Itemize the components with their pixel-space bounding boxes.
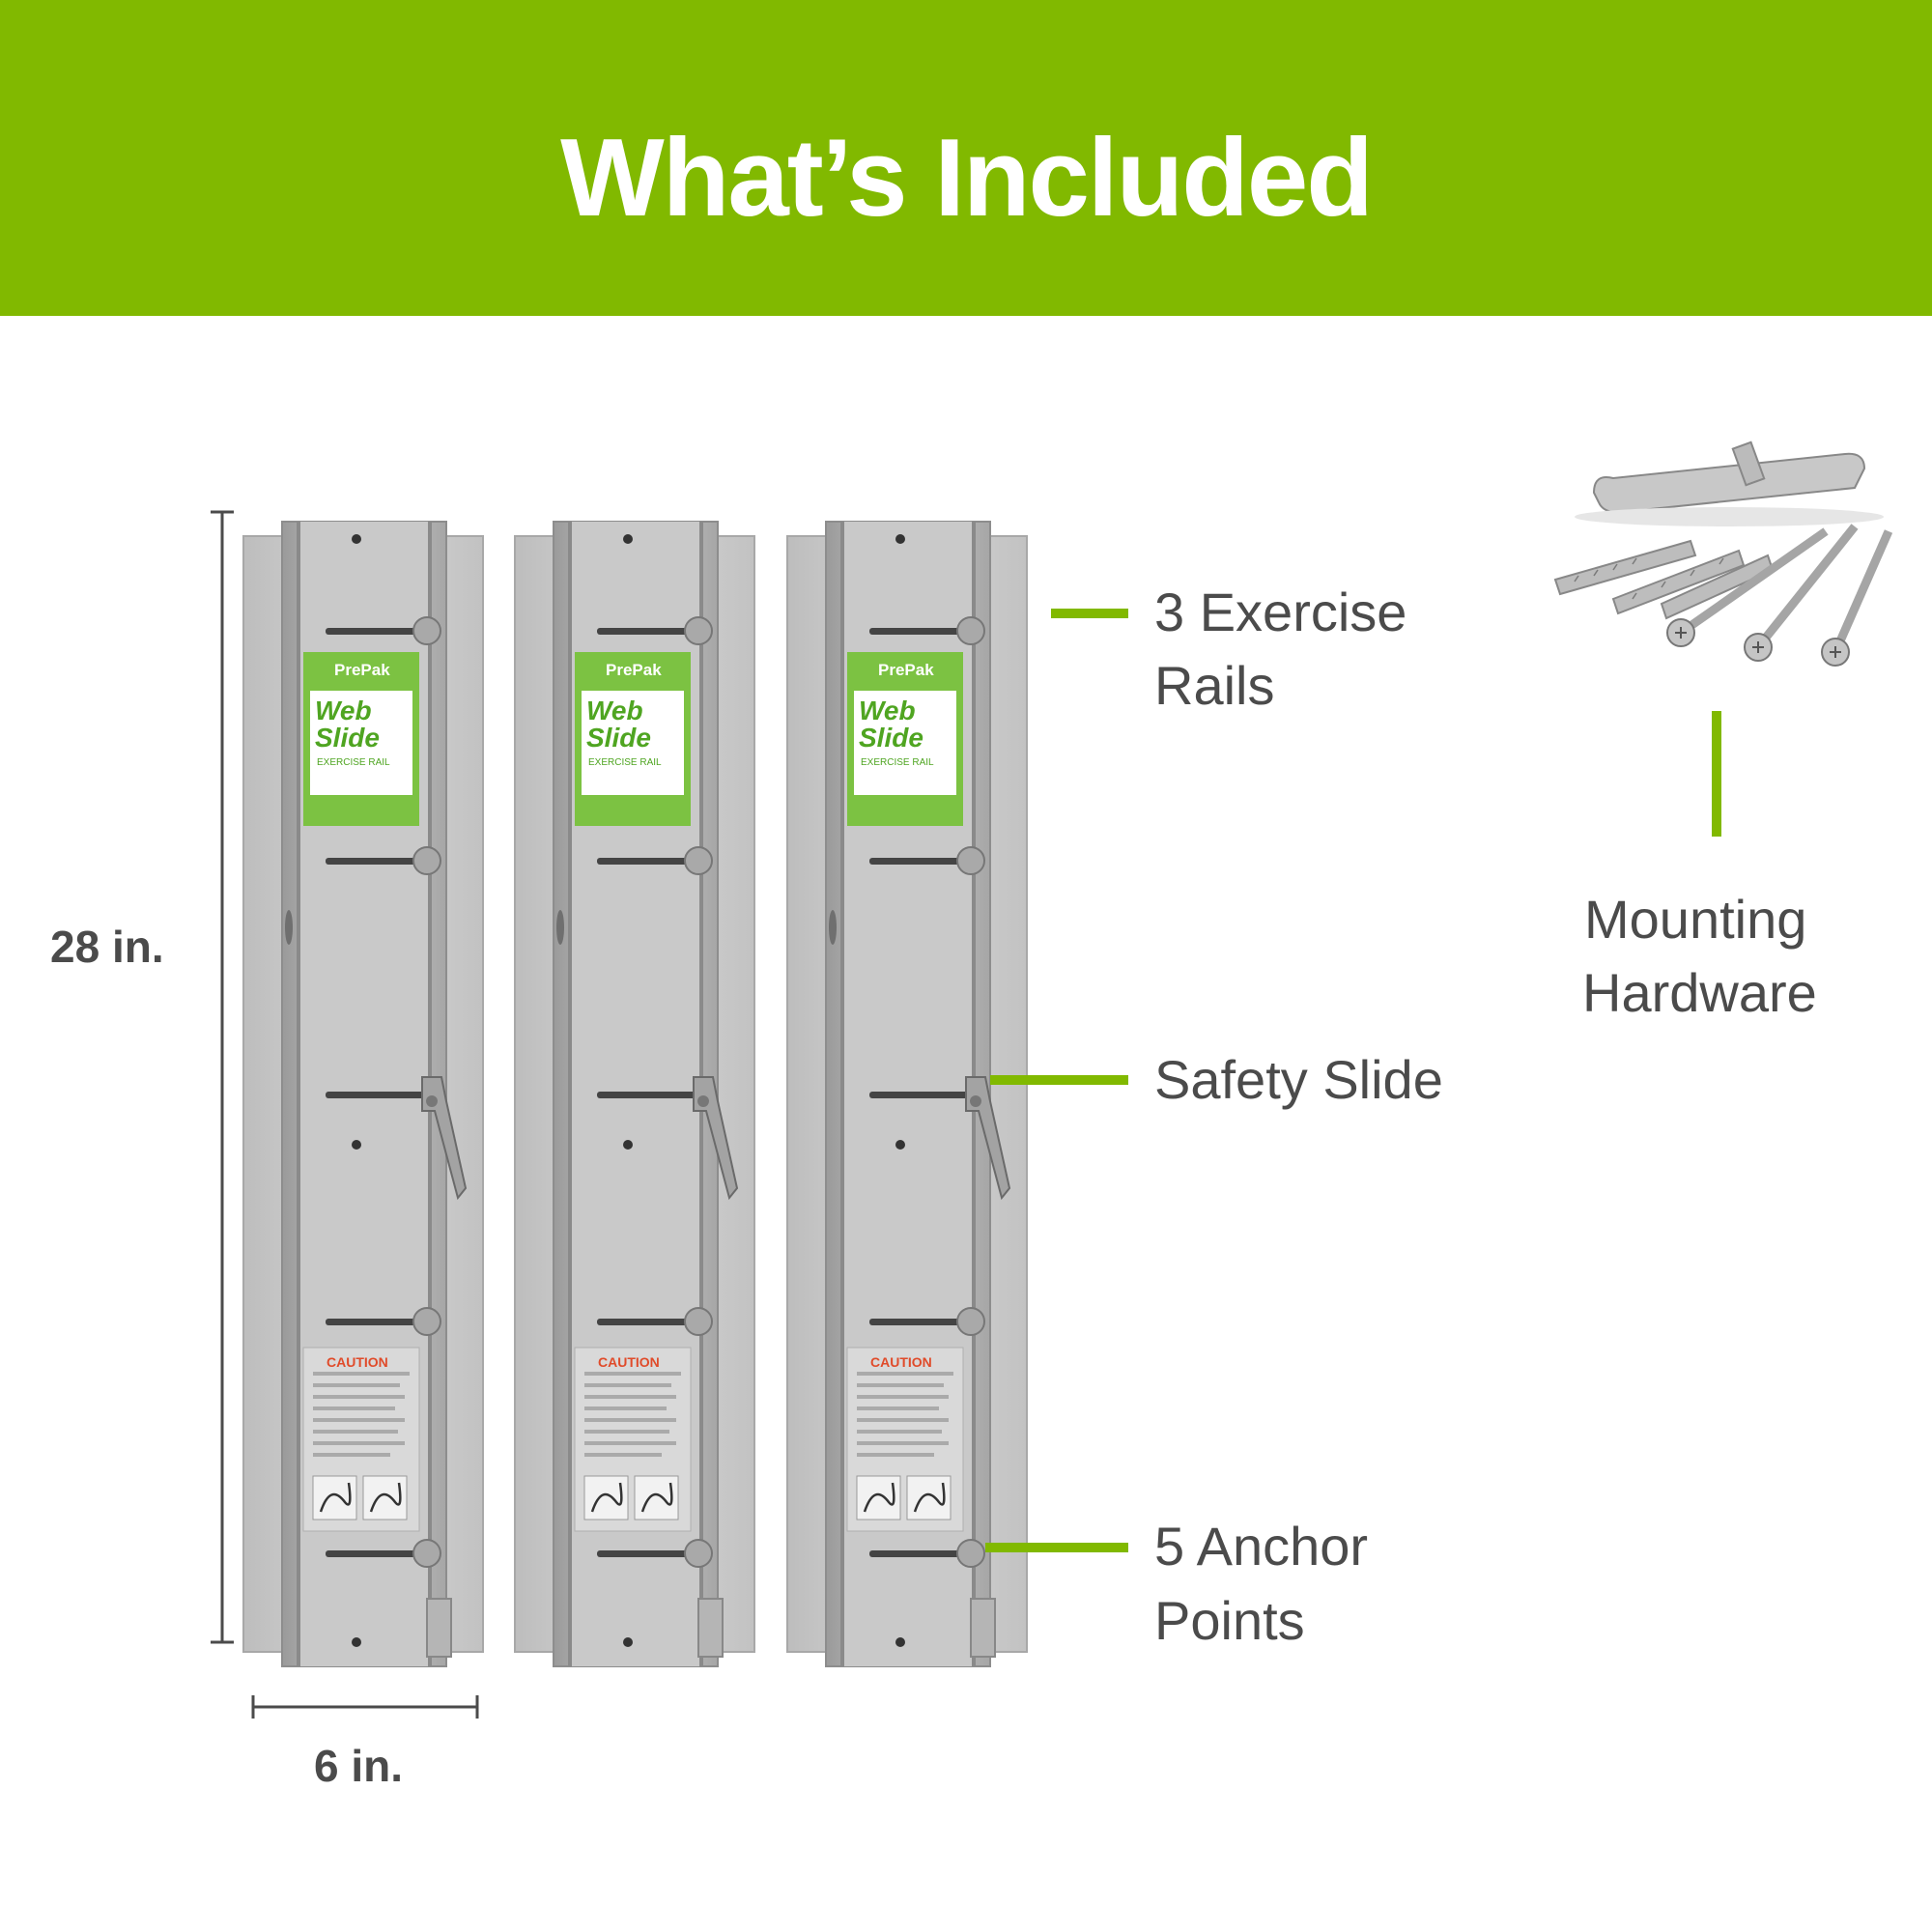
width-dimension-line — [251, 1695, 479, 1719]
hardware-callout-line — [1712, 711, 1721, 837]
hardware-label-line1: Mounting — [1584, 889, 1807, 950]
sticker-product-line1: Web — [315, 696, 372, 725]
sticker-product-line2: Slide — [315, 723, 380, 753]
sticker-subtitle: EXERCISE RAIL — [317, 757, 390, 768]
rail-3-sticker: PrePak Web Slide EXERCISE RAIL — [847, 653, 963, 827]
sticker-brand: PrePak — [606, 661, 662, 679]
sticker-product-line1: Web — [586, 696, 643, 725]
sticker-subtitle: EXERCISE RAIL — [861, 757, 934, 768]
height-dimension-label: 28 in. — [50, 922, 164, 972]
mounting-hardware-image — [1553, 440, 1893, 667]
sticker-product-line1: Web — [859, 696, 916, 725]
sticker-product-line2: Slide — [586, 723, 651, 753]
width-dimension-label: 6 in. — [314, 1741, 404, 1791]
safety-slide-label: Safety Slide — [1154, 1049, 1443, 1110]
caution-label-3: CAUTION — [870, 1354, 932, 1370]
sticker-brand: PrePak — [334, 661, 390, 679]
caution-label-2: CAUTION — [598, 1354, 660, 1370]
sticker-subtitle: EXERCISE RAIL — [588, 757, 662, 768]
caution-label-1: CAUTION — [327, 1354, 388, 1370]
sticker-brand: PrePak — [878, 661, 934, 679]
anchor-label-line2: Points — [1154, 1590, 1305, 1651]
page-title: What’s Included — [560, 117, 1374, 240]
hardware-label-line2: Hardware — [1582, 962, 1817, 1023]
rails-callout-line — [1051, 609, 1128, 618]
safety-slide-callout-line — [990, 1075, 1128, 1085]
height-dimension-line — [211, 510, 234, 1644]
sticker-product-line2: Slide — [859, 723, 923, 753]
rails-label-line2: Rails — [1154, 655, 1275, 716]
anchor-callout-line — [985, 1543, 1128, 1552]
rail-2-sticker: PrePak Web Slide EXERCISE RAIL — [575, 653, 691, 827]
header-banner: What’s Included — [0, 0, 1932, 316]
anchor-label-line1: 5 Anchor — [1154, 1516, 1369, 1577]
rails-label-line1: 3 Exercise — [1154, 582, 1407, 642]
rail-1-sticker: PrePak Web Slide EXERCISE RAIL — [303, 653, 419, 827]
